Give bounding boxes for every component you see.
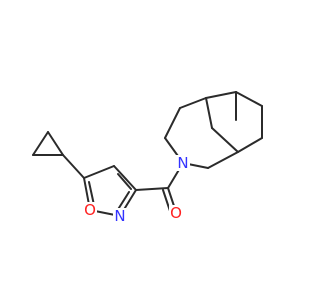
bond [88,181,95,206]
molecule-structure: N O O N [32,91,263,225]
svg-text:N: N [177,154,188,172]
bond-skeleton [32,91,263,217]
bond [83,165,115,179]
bond [205,91,237,99]
atom-label-n-ring: N [113,207,127,225]
bond [235,91,263,107]
atom-label-o-ring: O [83,201,97,219]
bond [32,131,49,156]
atom-label-o-carbonyl: O [169,204,183,222]
svg-text:N: N [114,207,125,225]
svg-text:O: O [84,201,96,219]
bond [62,154,85,179]
bond [117,173,132,190]
bond [211,127,239,153]
bond [135,187,169,191]
bond [205,97,213,129]
bond [164,107,181,139]
bond [47,131,64,156]
bond [179,97,207,109]
bond [237,137,263,153]
svg-text:O: O [170,204,182,222]
atom-label-n-amide: N [176,154,190,172]
bond [113,165,137,191]
bond [207,151,239,169]
bond [116,191,130,212]
